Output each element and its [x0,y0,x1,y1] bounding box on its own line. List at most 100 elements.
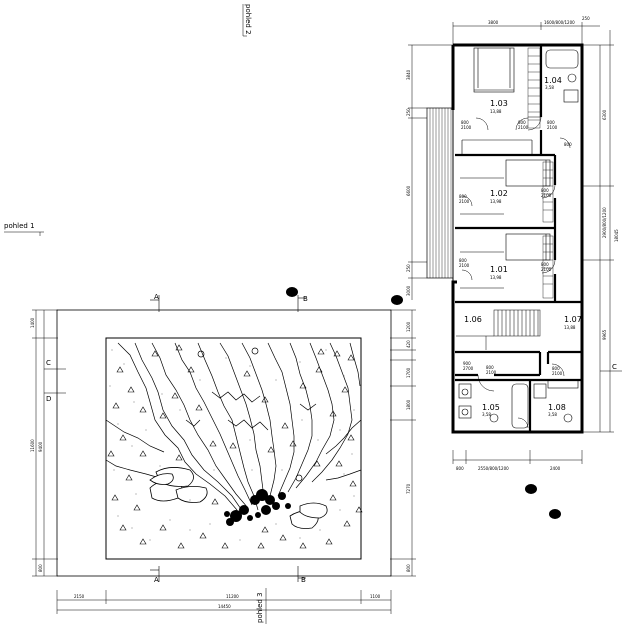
bath-fixtures [458,49,579,429]
bush-cluster [224,489,291,526]
room-labels: 1.03 13,88 1.04 3,58 1.02 13,98 1.01 13,… [464,76,582,417]
dim-bottom-14450: 14450 [218,604,231,609]
view-label-pohled1: pohled 1 [4,222,35,230]
dim-left-9400: 9400 [38,441,43,452]
door-label: 2100 [486,370,497,375]
dim-left-3840: 3840 [406,69,411,80]
beds [460,47,551,289]
section-mark-c-left: C [46,359,51,367]
dim-right-1700: 1700 [406,367,411,378]
dim-right-18045: 18045 [614,229,619,242]
contour-lines [105,342,362,513]
dim-bottom-800: 800 [456,466,464,471]
door-label: 800 [552,366,560,371]
room-label: 1.07 [564,315,582,324]
stones [149,467,328,529]
dim-right-1200: 1200 [406,321,411,332]
section-mark-d-left: D [46,395,51,403]
dim-bottom-2550: 2550/800/1200 [478,466,509,471]
site-dim-texts: 1400 11600 9400 800 1200 420 1700 1800 7… [30,317,411,609]
door-label: 800 [564,142,572,147]
floor-plan [408,22,614,464]
dim-right-1800: 1800 [406,399,411,410]
dim-left-250b: 250 [406,264,411,272]
door-label: 2700 [463,366,474,371]
door-label: 800 [518,120,526,125]
section-mark-a-top: A [154,293,159,301]
room-area: 3,58 [482,412,491,417]
door-label: 2100 [459,263,470,268]
section-mark-b-bottom: B [301,576,306,584]
interior-walls [455,45,582,432]
door-label: 800 [541,262,549,267]
door-swings [461,116,571,429]
plan-dim-lines [408,22,614,464]
dim-bottom-2150: 2150 [74,594,85,599]
room-label: 1.06 [464,315,482,324]
rock-symbols [107,344,363,549]
dim-top-1800: 1600/800/1200 [544,20,575,25]
dim-right-800: 800 [406,564,411,572]
tree-dots [286,287,561,519]
dim-right-2900: 2900/800/1200 [602,207,607,238]
site-dim-lines [32,309,416,614]
section-marks: A A B B C D C [46,293,617,584]
room-label: 1.08 [548,403,566,412]
room-area: 3,58 [548,412,557,417]
door-label: 2100 [459,199,470,204]
dim-right-6300: 6300 [602,109,607,120]
door-label: 2100 [541,267,552,272]
room-area: 13,98 [490,199,502,204]
door-label: 2100 [552,371,563,376]
plan-dim-texts: 3800 1600/800/1200 250 6300 18045 2900/8… [406,16,619,471]
room-label: 1.03 [490,99,508,108]
room-label: 1.01 [490,265,508,274]
terrain-area [105,337,362,560]
dim-left-250a: 250 [406,108,411,116]
door-label: 800 [459,194,467,199]
door-label: 900 [463,361,471,366]
door-label: 800 [541,188,549,193]
dim-left-1400: 1400 [30,317,35,328]
dim-top-3800: 3800 [488,20,499,25]
door-label: 2100 [547,125,558,130]
dim-right-9965: 9965 [602,329,607,340]
site-boundary [56,309,392,577]
door-label: 2100 [461,125,472,130]
dim-left-800: 800 [38,564,43,572]
dim-right-7270: 7270 [406,483,411,494]
dim-left-3000: 3000 [406,285,411,296]
dim-bottom-2400: 2400 [550,466,561,471]
room-label: 1.02 [490,189,508,198]
section-mark-b-top: B [303,295,308,303]
site-plan [32,295,622,614]
view-label-pohled3: pohled 3 [256,592,264,623]
view-label-pohled2: pohled 2 [244,4,252,35]
dim-bottom-1100: 1100 [370,594,381,599]
dim-right-420: 420 [406,340,411,348]
room-area: 13,88 [564,325,576,330]
section-mark-c-right: C [612,363,617,371]
door-labels: 800 2100 800 2100 800 2100 800 2100 800 … [459,120,572,376]
door-label: 800 [486,365,494,370]
door-label: 800 [547,120,555,125]
door-label: 800 [461,120,469,125]
dim-left-6600: 6600 [406,185,411,196]
door-label: 2100 [518,125,529,130]
door-label: 800 [459,258,467,263]
room-label: 1.05 [482,403,500,412]
view-labels: pohled 1 pohled 2 pohled 3 [4,4,267,624]
dim-bottom-11200: 11200 [226,594,239,599]
terrace [426,107,454,279]
stipple [109,349,355,541]
room-area: 13,98 [490,275,502,280]
stairs [456,309,541,350]
dim-left-11600: 11600 [30,439,35,452]
section-mark-a-bottom: A [154,576,159,584]
dim-top-250: 250 [582,16,590,21]
room-area: 3,58 [545,85,554,90]
room-label: 1.04 [544,76,562,85]
door-label: 2100 [541,193,552,198]
room-area: 13,88 [490,109,502,114]
